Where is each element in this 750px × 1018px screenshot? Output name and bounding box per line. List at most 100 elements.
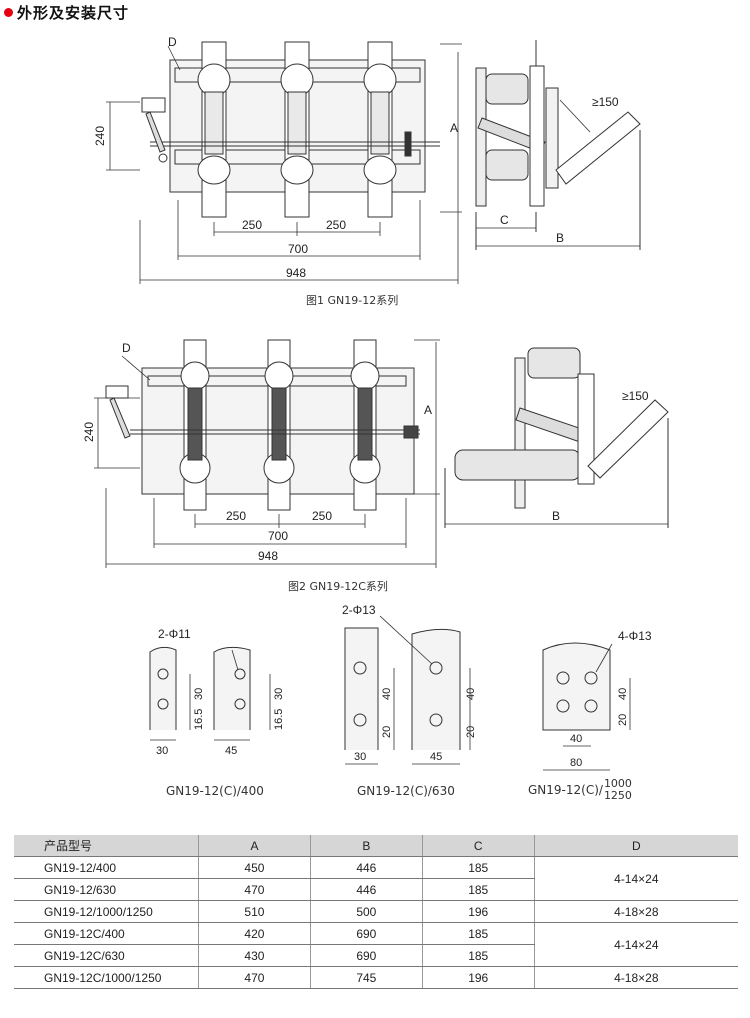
figure2-caption: 图2 GN19-12C系列 [288, 580, 388, 593]
cell-a: 470 [198, 878, 311, 901]
fig1-phase-1 [197, 41, 231, 218]
fig2-phase-3 [349, 339, 381, 511]
terminal-1000-v1: 40 [617, 688, 629, 700]
fig1-phase-2 [280, 41, 314, 218]
terminal-400-w1: 30 [156, 745, 168, 757]
fig1-phase-3 [363, 41, 397, 218]
fig2-label-s1: 250 [226, 509, 246, 523]
terminal-1000-v2: 20 [617, 714, 629, 726]
fig2-side-view [444, 347, 669, 528]
cell-c: 185 [421, 944, 535, 967]
cell-model: GN19-12/1000/1250 [14, 900, 199, 923]
cell-b: 690 [309, 922, 423, 945]
figure1-caption: 图1 GN19-12系列 [306, 294, 399, 307]
fig2-label-w2: 948 [258, 549, 278, 563]
header-model: 产品型号 [14, 835, 199, 857]
terminal-400-v2: 16.5 [193, 709, 205, 730]
cell-b: 500 [309, 900, 423, 923]
table-row: GN19-12C/400 420 690 185 4-14×24 [14, 922, 738, 967]
cell-a: 430 [198, 944, 311, 967]
fig2-phase-2 [263, 339, 295, 511]
fig1-label-h: 240 [93, 126, 107, 146]
cell-b: 446 [309, 856, 423, 879]
cell-d: 4-18×28 [533, 900, 738, 923]
fig1-label-b: B [556, 231, 564, 245]
fig2-phase-1 [179, 339, 211, 511]
terminal-1000-caption: GN19-12(C)/ 1000 1250 [528, 778, 632, 802]
cell-b: 690 [309, 944, 423, 967]
fig2-label-clear: ≥150 [622, 389, 649, 403]
cell-a: 510 [198, 900, 311, 923]
cell-c: 196 [421, 966, 535, 989]
header-c: C [421, 835, 535, 857]
cell-b: 745 [309, 966, 423, 989]
fig2-label-b: B [552, 509, 560, 523]
terminal-630-w2: 45 [430, 751, 442, 763]
spec-table: 产品型号 A B C D GN19-12/400 450 446 185 4-1… [14, 835, 738, 989]
terminal-1000-caption-main: GN19-12(C)/ [528, 783, 603, 797]
cell-c: 185 [421, 878, 535, 901]
cell-a: 470 [198, 966, 311, 989]
figure1-drawing: D 240 250 250 700 948 A C B ≥150 [93, 35, 641, 284]
cell-c: 185 [421, 856, 535, 879]
table-header-row: 产品型号 A B C D [14, 835, 738, 857]
terminal-630-v3: 40 [465, 688, 477, 700]
cell-model: GN19-12C/400 [14, 922, 199, 945]
cell-model: GN19-12/630 [14, 878, 199, 901]
cell-a: 420 [198, 922, 311, 945]
terminal-1000-w2: 80 [570, 757, 582, 769]
section-header: 外形及安装尺寸 [4, 2, 129, 23]
terminal-400-caption: GN19-12(C)/400 [166, 784, 264, 798]
fig1-label-w1: 700 [288, 242, 308, 256]
fig1-label-s2: 250 [326, 218, 346, 232]
terminal-1000-drawing [542, 642, 631, 771]
terminal-400-v4: 16.5 [273, 709, 285, 730]
fig1-label-a: A [450, 121, 458, 135]
fig1-label-c: C [500, 213, 509, 227]
cell-b: 446 [309, 878, 423, 901]
terminal-630-v4: 20 [465, 726, 477, 738]
terminal-400-drawing [149, 646, 271, 741]
terminal-1000-w1: 40 [570, 733, 582, 745]
fig2-label-a: A [424, 403, 432, 417]
cell-model: GN19-12C/1000/1250 [14, 966, 199, 989]
fig2-label-w1: 700 [268, 529, 288, 543]
table-row: GN19-12/400 450 446 185 4-14×24 [14, 856, 738, 901]
table-row: GN19-12/630 470 446 185 [14, 878, 738, 901]
fig2-label-h: 240 [82, 422, 96, 442]
header-b: B [309, 835, 423, 857]
cell-model: GN19-12/400 [14, 856, 199, 879]
cell-d: 4-18×28 [533, 966, 738, 989]
terminal-400-holes: 2-Φ11 [158, 627, 191, 641]
table-row: GN19-12C/1000/1250 470 745 196 4-18×28 [14, 966, 738, 989]
fig2-label-d: D [122, 341, 131, 355]
terminal-details: 2-Φ11 30 45 30 16.5 30 16.5 2-Φ13 30 45 … [149, 603, 652, 771]
header-d: D [533, 835, 738, 857]
header-a: A [198, 835, 311, 857]
fig1-label-d: D [168, 35, 177, 49]
cell-model: GN19-12C/630 [14, 944, 199, 967]
terminal-400-v3: 30 [273, 688, 285, 700]
terminal-630-holes: 2-Φ13 [342, 603, 376, 617]
terminal-630-drawing [344, 615, 471, 765]
terminal-400-v1: 30 [193, 688, 205, 700]
terminal-1000-caption-stack: 1000 1250 [604, 778, 632, 802]
table-row: GN19-12/1000/1250 510 500 196 4-18×28 [14, 900, 738, 923]
cell-c: 196 [421, 900, 535, 923]
fig2-label-s2: 250 [312, 509, 332, 523]
terminal-1000-caption-top: 1000 [603, 777, 632, 790]
terminal-630-v2: 20 [381, 726, 393, 738]
fig1-label-w2: 948 [286, 266, 306, 280]
terminal-630-caption: GN19-12(C)/630 [357, 784, 455, 798]
terminal-1000-holes: 4-Φ13 [618, 629, 652, 643]
cell-a: 450 [198, 856, 311, 879]
table-row: GN19-12C/630 430 690 185 [14, 944, 738, 967]
fig1-label-s1: 250 [242, 218, 262, 232]
terminal-400-w2: 45 [225, 745, 237, 757]
cell-d: 4-14×24 [533, 922, 738, 967]
terminal-630-v1: 40 [381, 688, 393, 700]
cell-d: 4-14×24 [533, 856, 738, 901]
fig1-side-view [475, 40, 641, 250]
terminal-1000-caption-bottom: 1250 [603, 789, 632, 802]
figure2-drawing: D 240 250 250 700 948 A B ≥150 [82, 339, 669, 568]
